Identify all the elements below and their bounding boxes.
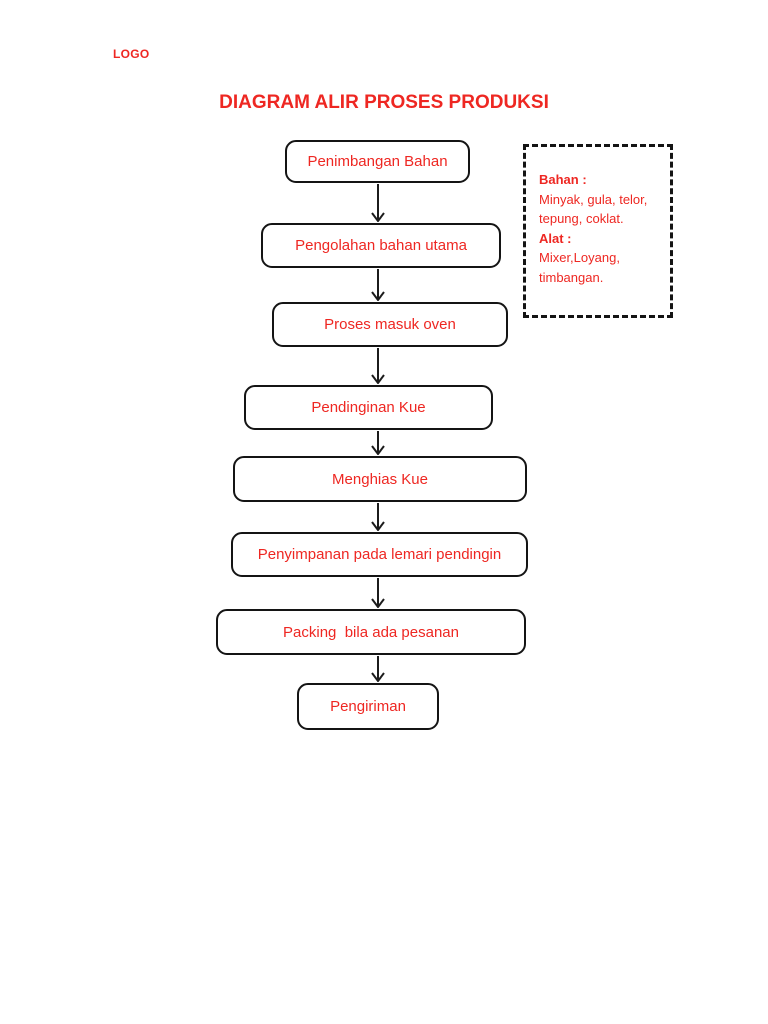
flow-step-pengiriman: Pengiriman [297,683,439,730]
flow-step-pengolahan-bahan-utama: Pengolahan bahan utama [261,223,501,268]
flow-arrow-icon [371,578,385,608]
bahan-label: Bahan : [539,172,587,187]
flow-arrow-icon [371,656,385,682]
flow-arrow-icon [371,348,385,384]
alat-line: timbangan. [539,269,604,285]
flow-arrow-icon [371,269,385,301]
flow-step-proses-masuk-oven: Proses masuk oven [272,302,508,347]
flow-step-label: Pendinginan Kue [311,399,426,416]
flow-arrow-icon [371,184,385,222]
flow-step-label: Proses masuk oven [324,316,456,333]
flow-step-packing: Packing bila ada pesanan [216,609,526,655]
flow-arrow-icon [371,431,385,455]
flow-step-pendinginan-kue: Pendinginan Kue [244,385,493,430]
alat-line: Mixer,Loyang, [539,250,620,265]
flow-step-label: Pengolahan bahan utama [295,237,467,254]
flow-arrow-icon [371,503,385,531]
materials-note-box: Bahan : Minyak, gula, telor, tepung, cok… [523,144,673,318]
flow-step-label: Penimbangan Bahan [307,153,448,170]
flow-step-penimbangan-bahan: Penimbangan Bahan [285,140,470,183]
flow-step-menghias-kue: Menghias Kue [233,456,527,502]
logo-text: LOGO [113,47,150,61]
flow-step-label: Packing bila ada pesanan [283,623,459,641]
page-title: DIAGRAM ALIR PROSES PRODUKSI [219,92,549,113]
bahan-line: tepung, coklat. [539,211,624,226]
flow-step-label: Penyimpanan pada lemari pendingin [257,546,502,563]
alat-label: Alat : [539,230,572,246]
flow-step-penyimpanan-lemari-pendingin: Penyimpanan pada lemari pendingin [231,532,528,577]
flow-step-label: Menghias Kue [332,470,428,488]
flow-step-label: Pengiriman [330,698,406,715]
bahan-line: Minyak, gula, telor, [539,191,648,207]
